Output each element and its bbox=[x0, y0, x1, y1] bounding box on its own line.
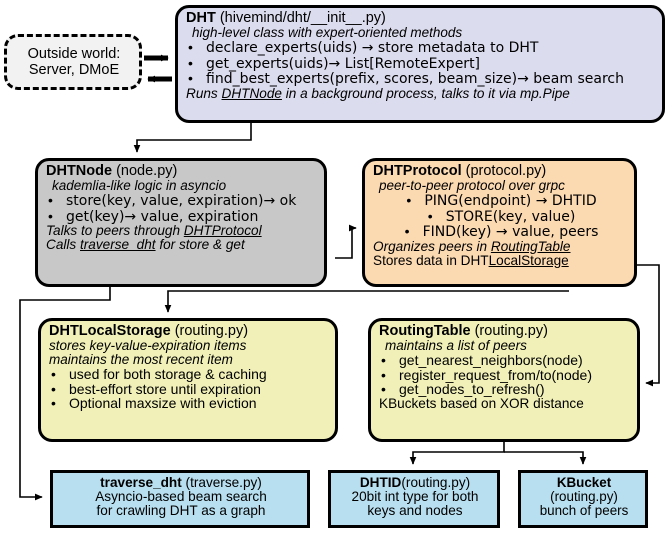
dhtnode-title: DHTNode (node.py) bbox=[46, 163, 178, 179]
kbucket-path: (routing.py) bbox=[550, 488, 618, 504]
dhtnode-bullet-1: •get(key)→ value, expiration bbox=[48, 207, 259, 225]
dhtlocalstorage-bullet-2: •Optional maxsize with eviction bbox=[51, 395, 257, 412]
dhtlocalstorage-subtitle-2: maintains the most recent item bbox=[49, 352, 233, 368]
kbucket-box: KBucket (routing.py) bunch of peers bbox=[518, 470, 648, 528]
dhtid-line2: 20bit int type for both bbox=[351, 489, 479, 505]
dhtnode-bullet-0: •store(key, value, expiration)→ ok bbox=[48, 192, 297, 210]
arrow-dhtprotocol-to-routingtable bbox=[625, 264, 660, 387]
routingtable-bullet-2: •get_nodes_to_refresh() bbox=[381, 381, 545, 398]
dht-bullet-2: •find_best_experts(prefix, scores, beam_… bbox=[188, 70, 624, 88]
dhtnode-ref-link[interactable]: DHTNode bbox=[221, 85, 282, 101]
dht-title: DHT (hivemind/dht/__init__.py) bbox=[186, 10, 386, 26]
dhtprotocol-footer-routingtable: Organizes peers in RoutingTable bbox=[373, 238, 571, 254]
dht-bullet-0: •declare_experts(uids) → store metadata … bbox=[188, 39, 539, 57]
dhtprotocol-footer-localstorage: Stores data in DHTLocalStorage bbox=[373, 252, 569, 268]
arrow-dht-to-dhtnode bbox=[133, 122, 252, 153]
routingtable-ref-link[interactable]: RoutingTable bbox=[490, 238, 571, 254]
dhtlocalstorage-box: DHTLocalStorage (routing.py) stores key-… bbox=[38, 318, 338, 442]
kbucket-line3: bunch of peers bbox=[539, 502, 629, 518]
dhtlocalstorage-bullet-1: •best-effort store until expiration bbox=[51, 380, 261, 397]
dht-footer: Runs DHTNode in a background process, ta… bbox=[186, 85, 570, 101]
outside-world-line2: Server, DMoE bbox=[28, 61, 120, 78]
arrow-routingtable-to-leaves bbox=[409, 442, 587, 465]
dhtnode-box: DHTNode (node.py) kademlia-like logic in… bbox=[35, 158, 327, 287]
traverse-dht-line2: Asyncio-based beam search bbox=[95, 489, 267, 505]
routingtable-bullet-0: •get_nearest_neighbors(node) bbox=[381, 352, 583, 369]
dhtid-box: DHTID(routing.py) 20bit int type for bot… bbox=[328, 470, 500, 528]
dhtid-line3: keys and nodes bbox=[367, 503, 463, 519]
localstorage-ref-link[interactable]: LocalStorage bbox=[488, 252, 569, 268]
arrow-dhtprotocol-to-localstorage bbox=[164, 290, 569, 313]
dhtprotocol-bullet-0: •PING(endpoint) → DHTID bbox=[406, 192, 597, 210]
traverse-dht-box: traverse_dht (traverse.py) Asyncio-based… bbox=[50, 470, 310, 528]
dhtprotocol-bullet-2: •FIND(key) → value, peers bbox=[404, 223, 599, 241]
routingtable-box: RoutingTable (routing.py) maintains a li… bbox=[368, 318, 640, 442]
outside-world-line1: Outside world: bbox=[27, 46, 121, 63]
dhtprotocol-subtitle: peer-to-peer protocol over grpc bbox=[379, 178, 565, 194]
dhtnode-footer-protocol: Talks to peers through DHTProtocol bbox=[46, 223, 262, 239]
traverse-dht-ref-link[interactable]: traverse_dht bbox=[80, 237, 156, 253]
arrow-dhtnode-to-dhtprotocol bbox=[335, 224, 357, 259]
routingtable-footer: KBuckets based on XOR distance bbox=[379, 395, 584, 411]
routingtable-bullet-1: •register_request_from/to(node) bbox=[381, 366, 592, 383]
dhtprotocol-bullet-1: •STORE(key, value) bbox=[427, 207, 576, 225]
dhtnode-footer-traverse: Calls traverse_dht for store & get bbox=[46, 237, 245, 253]
routingtable-title: RoutingTable (routing.py) bbox=[379, 323, 548, 339]
outside-world-box: Outside world: Server, DMoE bbox=[4, 34, 142, 90]
dht-subtitle: high-level class with expert-oriented me… bbox=[192, 25, 463, 41]
dhtlocalstorage-title: DHTLocalStorage (routing.py) bbox=[49, 323, 249, 339]
dhtlocalstorage-subtitle-1: stores key-value-expiration items bbox=[49, 338, 247, 354]
dhtlocalstorage-bullet-0: •used for both storage & caching bbox=[51, 366, 267, 383]
dhtid-title: DHTID(routing.py) bbox=[359, 475, 471, 490]
dhtprotocol-box: DHTProtocol (protocol.py) peer-to-peer p… bbox=[362, 158, 637, 287]
dhtnode-subtitle: kademlia-like logic in asyncio bbox=[52, 178, 227, 194]
traverse-dht-title: traverse_dht (traverse.py) bbox=[100, 475, 262, 490]
dhtprotocol-title: DHTProtocol (protocol.py) bbox=[373, 163, 547, 179]
dht-bullet-1: •get_experts(uids)→ List[RemoteExpert] bbox=[188, 54, 481, 72]
traverse-dht-line3: for crawling DHT as a graph bbox=[96, 503, 266, 519]
arrow-outside-to-dht bbox=[144, 54, 172, 83]
kbucket-title: KBucket bbox=[556, 475, 612, 490]
arrow-dhtnode-to-traverse bbox=[19, 281, 111, 501]
dht-box: DHT (hivemind/dht/__init__.py) high-leve… bbox=[175, 5, 665, 123]
routingtable-subtitle: maintains a list of peers bbox=[385, 338, 527, 354]
dhtprotocol-ref-link[interactable]: DHTProtocol bbox=[183, 223, 262, 239]
